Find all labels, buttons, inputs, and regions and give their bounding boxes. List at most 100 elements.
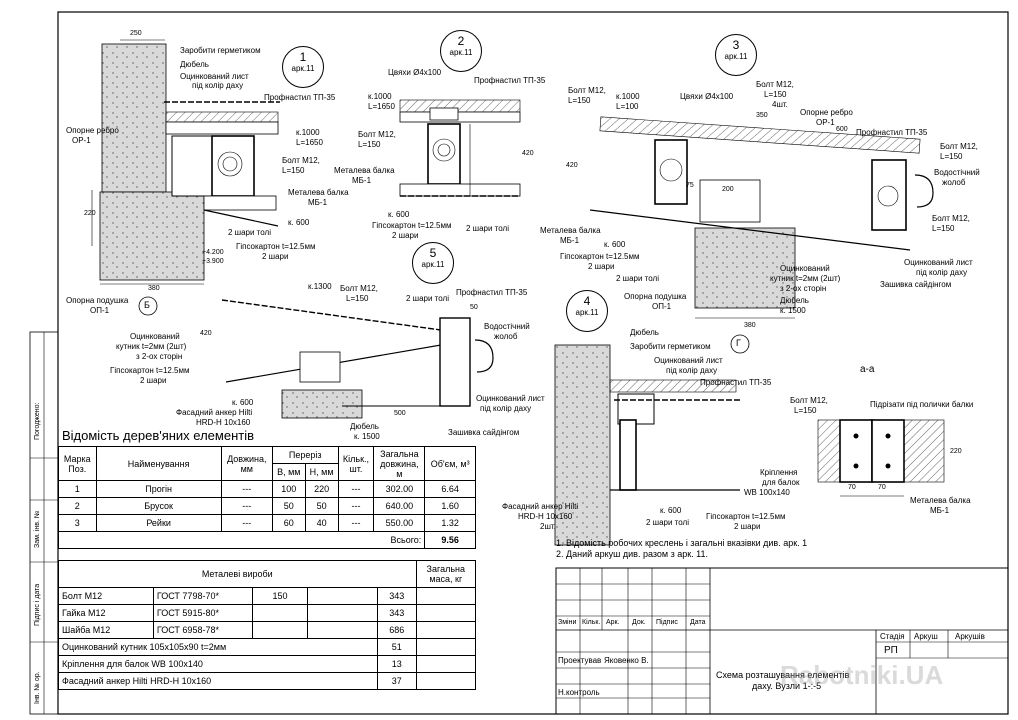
n3-prof: Профнастил ТП-35 <box>856 128 928 137</box>
wood-r3-h: 40 <box>304 514 339 532</box>
table-row: Гайка М12 ГОСТ 5915-80* 343 <box>58 604 477 622</box>
n3-op1: ОП-1 <box>652 302 672 311</box>
node-5-sheet: арк.11 <box>421 260 445 269</box>
n2-beam: Металева балка <box>334 166 395 175</box>
stamp-date: Дата <box>690 619 706 626</box>
n2-l1650: L=1650 <box>368 102 395 111</box>
node-1-drawing <box>91 39 280 316</box>
stamp-title-2: даху. Вузли 1-:-5 <box>752 681 822 691</box>
node-2-marker: 2 арк.11 <box>440 30 482 72</box>
n5-angle3: з 2-ох сторін <box>136 352 183 361</box>
n1-d4200: +4.200 <box>202 249 224 256</box>
n2-l150: L=150 <box>358 140 381 149</box>
wood-r2-len: --- <box>220 497 273 515</box>
n5-angle: Оцинкований <box>130 332 180 341</box>
node-5-drawing <box>221 299 494 419</box>
metal-r1-gost: ГОСТ 7798-70* <box>152 587 253 605</box>
stamp-sheet: Арк. <box>606 619 620 626</box>
side-agreed: Погоджено: <box>34 402 41 440</box>
n3-zinc: Оцинкований лист <box>904 258 973 267</box>
n2-layers: 2 шари <box>392 231 419 240</box>
wood-h-volume: Об'єм, м³ <box>424 446 476 481</box>
wood-h-length: Довжина, мм <box>220 446 273 481</box>
wood-r2-pos: 2 <box>58 497 97 515</box>
n1-bolt: Болт М12, <box>282 156 320 165</box>
n1-op1: ОП-1 <box>90 306 110 315</box>
stamp-sign: Підпис <box>656 619 678 626</box>
n5-d420: 420 <box>200 330 212 337</box>
wood-r1-len: --- <box>220 480 273 498</box>
node-4-marker: 4 арк.11 <box>566 290 608 332</box>
n1-rib-op: ОР-1 <box>72 136 91 145</box>
table-row: Болт М12 ГОСТ 7798-70* 150 343 <box>58 587 477 605</box>
n5-tol: 2 шари толі <box>406 294 449 303</box>
wood-r3-pos: 3 <box>58 514 97 532</box>
n3-d350: 350 <box>756 112 768 119</box>
watermark-logo: Rabotniki.UA <box>780 660 944 690</box>
n3-bolt: Болт М12, <box>568 86 606 95</box>
n1-k600: к. 600 <box>288 218 310 227</box>
wood-r1-b: 100 <box>271 480 306 498</box>
n4-anchor: Фасадний анкер Hilti <box>502 502 579 511</box>
metal-r1-len: 150 <box>251 587 309 605</box>
aa-d70b: 70 <box>878 484 886 491</box>
metal-r6-name: Фасадний анкер Hilti HRD-H 10х160 <box>58 672 378 690</box>
n4-tol: 2 шари толі <box>646 518 689 527</box>
n4-gips: Гіпсокартон t=12.5мм <box>706 512 786 521</box>
n3-d380: 380 <box>744 322 756 329</box>
metal-r1-qty: 343 <box>376 587 417 605</box>
aa-mb1: МБ-1 <box>930 506 950 515</box>
node-4-drawing <box>554 344 740 546</box>
n3-beam: Металева балка <box>540 226 601 235</box>
n3-rib-op: ОР-1 <box>816 118 835 127</box>
stamp-title-1: Схема розташування елементів <box>716 670 850 680</box>
n2-gips: Гіпсокартон t=12.5мм <box>372 221 452 230</box>
n3-d600: 600 <box>836 126 848 133</box>
stamp-sheets-h: Аркушів <box>955 632 985 641</box>
n3-nails: Цвяхи Ø4х100 <box>680 92 734 101</box>
metal-mass-header: Загальна маса, кг <box>415 560 477 588</box>
n4-anchor2: HRD-H 10х160 <box>518 512 573 521</box>
n3-angle3: з 2-ох сторін <box>780 284 827 293</box>
n1-beam: Металева балка <box>288 188 349 197</box>
stamp-frame <box>555 567 1009 715</box>
node-1-sheet: арк.11 <box>291 64 315 73</box>
table-row: Кріплення для балок WB 100х140 13 <box>58 655 477 673</box>
wood-r2-b: 50 <box>271 497 306 515</box>
wood-r3-len: --- <box>220 514 273 532</box>
n3-l100: L=100 <box>616 102 639 111</box>
node-4-sheet: арк.11 <box>575 308 599 317</box>
n5-gutter2: жолоб <box>494 332 518 341</box>
node-3-number: 3 <box>732 38 740 52</box>
n3-gutter2: жолоб <box>942 178 966 187</box>
n3-bolt4-qty: 4шт. <box>772 100 788 109</box>
wood-sum-label: Всього: <box>57 531 426 549</box>
aa-title: а-а <box>860 364 875 375</box>
aa-bolt: Болт М12, <box>790 396 828 405</box>
n3-bolt-r2: Болт М12, <box>932 214 970 223</box>
n1-zinc: Оцинкований лист <box>180 72 249 81</box>
n2-bolt: Болт М12, <box>358 130 396 139</box>
n3-mb1: МБ-1 <box>560 236 580 245</box>
node-4-number: 4 <box>583 294 591 308</box>
wood-h-total: Загальна довжина, м <box>373 446 426 481</box>
n3-k1500: к. 1500 <box>780 306 806 315</box>
aa-l150: L=150 <box>794 406 817 415</box>
metal-table: Металеві вироби Загальна маса, кг Болт М… <box>58 560 477 690</box>
n3-gutter: Водостічний <box>934 168 980 177</box>
n5-bolt: Болт М12, <box>340 284 378 293</box>
metal-title: Металеві вироби <box>58 560 417 588</box>
n1-prof: Профнастил ТП-35 <box>264 93 336 102</box>
n1-d380: 380 <box>148 285 160 292</box>
wood-r1-name: Прогін <box>95 480 222 498</box>
n1-d3900: +3.900 <box>202 258 224 265</box>
n5-gutter: Водостічний <box>484 322 530 331</box>
wood-h-mark: Марка Поз. <box>58 446 97 481</box>
wood-r1-qty: --- <box>337 480 375 498</box>
stamp-doc: Док. <box>632 619 646 626</box>
wood-r3-vol: 1.32 <box>424 514 476 532</box>
n3-bolt-r: Болт М12, <box>940 142 978 151</box>
node-1-number: 1 <box>299 50 307 64</box>
